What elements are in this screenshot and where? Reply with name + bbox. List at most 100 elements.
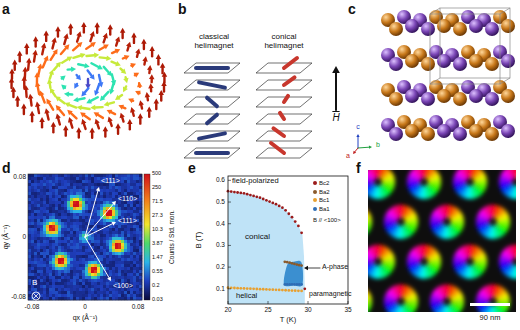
sans-pattern (58, 267, 61, 270)
sans-pattern (76, 243, 79, 246)
sans-pattern (43, 288, 46, 291)
sans-pattern (88, 237, 91, 240)
sans-pattern (103, 252, 106, 255)
sans-pattern (85, 261, 88, 264)
sans-pattern (103, 276, 106, 279)
sans-pattern (58, 243, 61, 246)
sans-pattern (97, 237, 100, 240)
sans-pattern (40, 201, 43, 204)
sans-pattern (76, 201, 79, 204)
skyrmion-illustration (120, 113, 125, 119)
skyrmion-illustration (58, 118, 60, 124)
sans-pattern (58, 288, 61, 291)
sans-pattern (31, 264, 34, 267)
sans-pattern (124, 291, 127, 294)
sans-pattern (133, 279, 136, 282)
sans-pattern (130, 183, 133, 186)
phase-diagram (303, 287, 306, 290)
sans-pattern (130, 294, 133, 297)
sans-pattern (79, 279, 82, 282)
sans-pattern (67, 276, 70, 279)
sans-pattern (64, 222, 67, 225)
skyrmion-illustration (78, 64, 85, 65)
sans-pattern (91, 282, 94, 285)
skyrmion-illustration (141, 39, 147, 44)
sans-pattern (130, 264, 133, 267)
sans-pattern (127, 237, 130, 240)
sans-pattern (55, 273, 58, 276)
sans-pattern (46, 228, 49, 231)
skyrmion-illustration (31, 116, 33, 121)
sans-pattern (37, 246, 40, 249)
crystal-structure (389, 22, 403, 36)
sans-pattern (121, 174, 124, 177)
sans-pattern (82, 276, 85, 279)
skyrmion-illustration (99, 75, 101, 83)
sans-pattern (37, 204, 40, 207)
sans-pattern (52, 174, 55, 177)
sans-pattern (106, 198, 109, 201)
sans-pattern (79, 195, 82, 198)
sans-pattern (52, 246, 55, 249)
sans-pattern (28, 207, 31, 210)
sans-pattern (118, 231, 121, 234)
sans-pattern (103, 237, 106, 240)
skyrmion-illustration (161, 68, 163, 73)
sans-pattern (109, 213, 112, 216)
sans-pattern (106, 294, 109, 297)
sans-pattern (94, 174, 97, 177)
sans-pattern (28, 279, 31, 282)
sans-pattern (34, 249, 37, 252)
sans-pattern (58, 204, 61, 207)
skyrmion-illustration (83, 27, 85, 32)
sans-pattern (88, 192, 91, 195)
sans-pattern (61, 252, 64, 255)
sans-pattern (127, 243, 130, 246)
sans-pattern (67, 201, 70, 204)
skyrmion-illustration (107, 110, 113, 115)
sans-pattern (103, 273, 106, 276)
sans-pattern (109, 189, 112, 192)
phase-diagram (243, 192, 246, 195)
sans-pattern (88, 207, 91, 210)
helimagnet-illustration (273, 128, 284, 136)
sans-pattern (94, 264, 97, 267)
skyrmion-illustration (120, 28, 126, 33)
sans-pattern (85, 224, 112, 237)
sans-pattern (124, 213, 127, 216)
sans-pattern (73, 288, 76, 291)
sans-pattern (37, 243, 40, 246)
sans-pattern (28, 204, 31, 207)
sans-pattern (100, 234, 103, 237)
sans-pattern (52, 243, 55, 246)
sans-pattern (136, 276, 139, 279)
sans-pattern (79, 213, 82, 216)
sans-pattern (31, 201, 34, 204)
sans-pattern (127, 234, 130, 237)
sans-pattern (103, 246, 106, 249)
sans-pattern (133, 261, 136, 264)
sans-pattern (61, 183, 64, 186)
sans-pattern (61, 180, 64, 183)
crystal-structure (421, 127, 435, 141)
sans-pattern (28, 261, 31, 264)
sans-pattern (127, 177, 130, 180)
sans-pattern (46, 267, 49, 270)
sans-pattern (97, 252, 100, 255)
skyrmion-illustration (103, 44, 109, 49)
skyrmion-illustration (69, 93, 72, 96)
sans-pattern (67, 279, 70, 282)
sans-pattern (55, 192, 58, 195)
sans-pattern (94, 279, 97, 282)
sans-pattern (76, 183, 79, 186)
sans-pattern (49, 240, 52, 243)
sans-pattern (76, 246, 79, 249)
sans-pattern (94, 177, 97, 180)
phase-diagram (275, 203, 278, 206)
sans-pattern (43, 291, 46, 294)
skyrmion-illustration (94, 53, 99, 58)
sans-pattern (127, 270, 130, 273)
sans-pattern (43, 255, 46, 258)
sans-pattern (52, 237, 55, 240)
sans-pattern (43, 183, 46, 186)
